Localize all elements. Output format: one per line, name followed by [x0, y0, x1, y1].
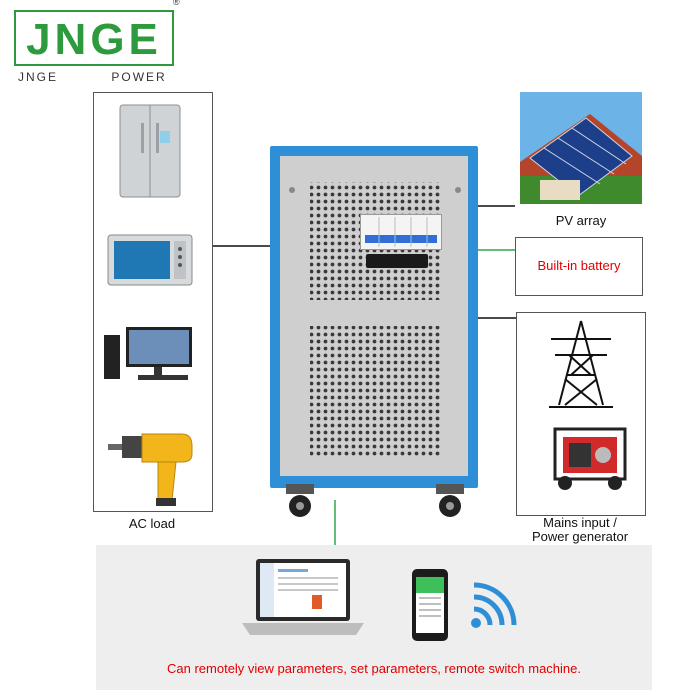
cabinet-display	[366, 254, 428, 268]
mains-label-line2: Power generator	[531, 529, 629, 544]
wifi-icon	[471, 582, 517, 628]
pv-array-label: PV array	[555, 213, 607, 228]
brand-logo: JNGE	[14, 10, 174, 66]
breaker-switches	[360, 214, 442, 250]
builtin-battery-box: Built-in battery	[515, 237, 643, 296]
ac-load-label: AC load	[128, 516, 176, 531]
mains-panel	[516, 312, 646, 516]
mains-label: Mains input / Power generator	[516, 516, 644, 544]
laptop-icon	[242, 559, 364, 635]
refrigerator-icon	[119, 104, 181, 198]
logo-text: JNGE	[26, 15, 162, 64]
mains-label-line1: Mains input /	[543, 515, 617, 530]
brand-tagline: JNGE POWER	[18, 70, 167, 84]
microwave-icon	[107, 234, 193, 286]
builtin-battery-label: Built-in battery	[537, 258, 621, 273]
power-tower-icon	[549, 320, 613, 408]
ac-load-panel	[93, 92, 213, 512]
pv-array-image	[520, 92, 642, 204]
phone-icon	[412, 569, 448, 641]
inverter-cabinet	[270, 146, 478, 488]
cabinet-front-panel	[280, 156, 468, 476]
registered-mark: ®	[173, 0, 180, 7]
generator-icon	[553, 427, 627, 490]
drill-icon	[108, 433, 193, 506]
cabinet-casters	[286, 484, 464, 517]
remote-monitoring-band: Can remotely view parameters, set parame…	[96, 545, 652, 690]
remote-caption: Can remotely view parameters, set parame…	[167, 661, 581, 676]
computer-icon	[104, 327, 192, 380]
